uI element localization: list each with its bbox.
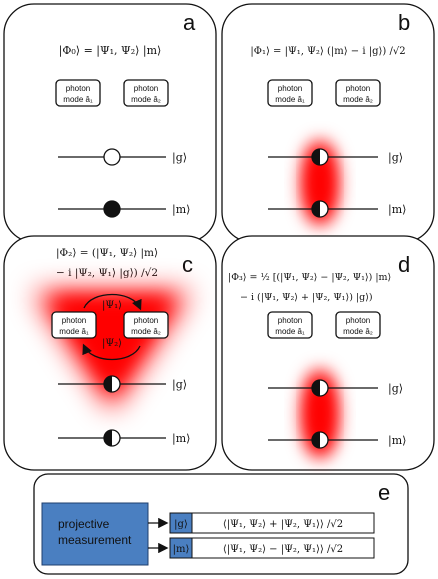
panel-a-photon-2-line1: photon <box>134 84 158 93</box>
panel-d-frame <box>221 235 435 471</box>
panel-c-photon-2-line2: mode â₂ <box>131 327 161 336</box>
panel-b-photon-2-line2: mode â₂ <box>343 95 373 104</box>
panel-c-photon-1-box <box>51 311 97 339</box>
panel-a-photon-1-line1: photon <box>66 84 90 93</box>
panel-d-photon-2-line2: mode â₂ <box>343 327 373 336</box>
panel-d-state-line1: |Φ₃⟩ = ½ [(|Ψ₁, Ψ₂⟩ − |Ψ₂, Ψ₁⟩) |m⟩ <box>228 272 391 283</box>
panel-c-state-line2: − i |Ψ₂, Ψ₁⟩ |g⟩) /√2 <box>56 267 158 280</box>
panel-e: e projective measurement |g⟩ ⟨|Ψ₁, Ψ₂⟩ +… <box>33 473 409 575</box>
panel-c-level-m-atom <box>103 429 121 447</box>
panel-b-photon-1-box <box>267 79 313 107</box>
panel-b-photon-1-line2: mode â₁ <box>275 95 305 104</box>
measurement-box <box>41 502 149 566</box>
outcome-m-state-box <box>191 537 375 559</box>
panel-d-photon-1-line2: mode â₁ <box>275 327 305 336</box>
panel-c-swap-arrow-top <box>83 294 142 311</box>
panel-c-swap-arrow-bottom <box>82 343 141 360</box>
panel-d-level-g-atom <box>311 379 329 397</box>
panel-c-swap-top: |Ψ₁⟩ <box>102 300 122 311</box>
panel-b-level-m-label: |m⟩ <box>388 203 406 217</box>
panel-d-state-line2: − i (|Ψ₁, Ψ₂⟩ + |Ψ₂, Ψ₁⟩) |g⟩) <box>240 292 373 303</box>
panel-d-photon-2-box <box>335 311 381 339</box>
panel-a-level-m-label: |m⟩ <box>172 203 190 217</box>
outcome-g-state-box <box>191 512 375 534</box>
panel-a-photon-2-box <box>123 79 169 107</box>
panel-a-photon-1-line2: mode â₁ <box>63 95 93 104</box>
panel-e-letter: e <box>378 480 390 505</box>
panel-b-photon-2-box <box>335 79 381 107</box>
panel-d: d |Φ₃⟩ = ½ [(|Ψ₁, Ψ₂⟩ − |Ψ₂, Ψ₁⟩) |m⟩ − … <box>221 235 435 471</box>
panel-c-photon-2-line1: photon <box>134 316 158 325</box>
outcome-m-state: ⟨|Ψ₁, Ψ₂⟩ − |Ψ₂, Ψ₁⟩⟩ /√2 <box>223 544 343 555</box>
panel-d-level-m-atom <box>311 431 329 449</box>
panel-d-photon-2-line1: photon <box>346 316 370 325</box>
panel-d-photon-1-box <box>267 311 313 339</box>
panel-d-level-m-label: |m⟩ <box>388 434 406 448</box>
outcome-g-tag: |g⟩ <box>174 519 188 530</box>
panel-a-photon-1-box <box>55 79 101 107</box>
outcome-m-tag: |m⟩ <box>173 544 190 555</box>
panel-a-photon-2-line2: mode â₂ <box>131 95 161 104</box>
panel-b-level-g-label: |g⟩ <box>388 151 403 165</box>
panel-b: b |Φ₁⟩ = |Ψ₁, Ψ₂⟩ (|m⟩ − i |g⟩) /√2 phot… <box>221 3 435 243</box>
panel-b-state: |Φ₁⟩ = |Ψ₁, Ψ₂⟩ (|m⟩ − i |g⟩) /√2 <box>250 46 405 57</box>
panel-c-level-g-atom <box>103 375 121 393</box>
panel-c-level-g-label: |g⟩ <box>172 378 187 392</box>
panel-a-letter: a <box>183 10 196 35</box>
panel-c-photon-2-box <box>123 311 169 339</box>
panel-c-swap-bottom: |Ψ₂⟩ <box>102 338 122 349</box>
panel-a-state: |Φ₀⟩ = |Ψ₁, Ψ₂⟩ |m⟩ <box>59 44 162 58</box>
panel-b-level-m-atom <box>311 200 329 218</box>
measurement-label-line2: measurement <box>58 533 132 547</box>
panel-b-photon-1-line1: photon <box>278 84 302 93</box>
panel-d-level-g-label: |g⟩ <box>388 382 403 396</box>
panel-b-photon-2-line1: photon <box>346 84 370 93</box>
outcome-g-state: ⟨|Ψ₁, Ψ₂⟩ + |Ψ₂, Ψ₁⟩⟩ /√2 <box>223 519 343 530</box>
panel-a-level-g-atom <box>103 148 121 166</box>
panel-c-photon-1-line2: mode â₁ <box>59 327 89 336</box>
panel-b-letter: b <box>398 10 410 35</box>
panel-c-level-m-label: |m⟩ <box>172 432 190 446</box>
panel-c-photon-1-line1: photon <box>62 316 86 325</box>
panel-c-letter: c <box>182 252 193 277</box>
panel-a: a |Φ₀⟩ = |Ψ₁, Ψ₂⟩ |m⟩ photon mode â₁ pho… <box>3 3 217 243</box>
measurement-label-line1: projective <box>58 517 110 531</box>
panel-b-level-g-atom <box>311 148 329 166</box>
panel-a-level-m-atom <box>103 200 121 218</box>
panel-c-state-line1: |Φ₂⟩ = (|Ψ₁, Ψ₂⟩ |m⟩ <box>56 247 158 260</box>
panel-d-photon-1-line1: photon <box>278 316 302 325</box>
panel-c: c |Φ₂⟩ = (|Ψ₁, Ψ₂⟩ |m⟩ − i |Ψ₂, Ψ₁⟩ |g⟩)… <box>3 235 217 471</box>
panel-a-level-g-label: |g⟩ <box>172 151 187 165</box>
panel-d-letter: d <box>398 252 410 277</box>
